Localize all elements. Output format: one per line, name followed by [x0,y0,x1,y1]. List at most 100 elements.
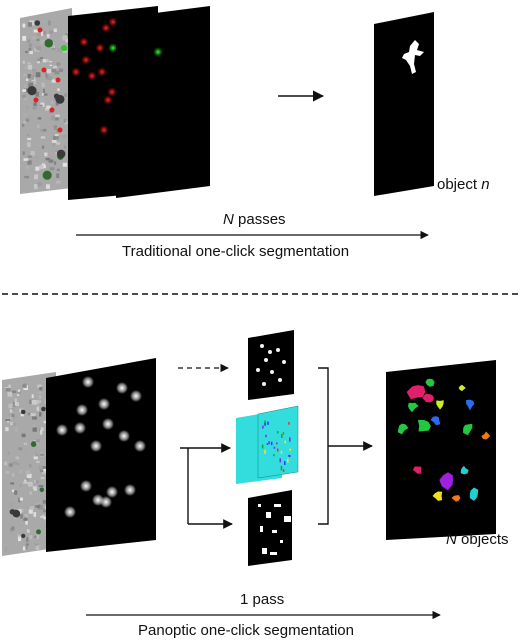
heatmap-blob [130,390,142,402]
plant-patch [56,149,66,159]
texture-speckle [53,117,59,121]
texture-speckle [50,115,56,121]
mask-fragments [258,504,291,555]
texture-speckle [56,129,59,133]
small-heatmap-point [278,378,282,382]
top-input-photo [20,8,72,194]
texture-speckle [11,390,17,394]
panoptic-output [386,360,496,540]
instance-mask [422,393,434,403]
texture-speckle [27,412,31,416]
photo-click-marker [37,27,43,33]
texture-speckle [24,383,27,389]
texture-speckle [26,529,30,533]
texture-speckle [56,168,60,171]
texture-speckle [43,516,48,520]
top-output-mask [374,12,434,196]
texture-speckle [24,88,29,93]
texture-speckle [21,433,26,438]
offset-map-panel [236,405,299,484]
offset-mark [280,466,283,471]
texture-speckle [54,133,59,137]
instance-mask [451,495,461,502]
texture-speckle [55,180,61,184]
texture-speckle [45,107,50,111]
plant-patch [41,406,46,412]
instance-mask [460,465,469,475]
texture-speckle [10,416,14,420]
texture-speckle [38,484,44,488]
texture-speckle [27,62,31,65]
mask-panel [248,490,292,566]
texture-speckle [36,534,39,540]
texture-speckle [29,506,34,510]
texture-speckle [37,33,43,36]
instance-mask [417,419,431,432]
texture-speckle [31,400,37,405]
texture-speckle [51,101,54,104]
texture-speckle [41,92,45,96]
plant-patch [42,170,52,180]
texture-speckle [25,478,29,482]
texture-speckle [42,471,47,474]
texture-speckle [39,57,43,60]
texture-speckle [40,31,44,36]
negative-click-dot [95,43,105,53]
texture-speckle [36,460,40,464]
texture-speckle [34,450,38,454]
texture-speckle [18,447,23,451]
texture-speckle [56,62,61,66]
instance-mask [408,402,419,413]
instance-mask [397,423,409,435]
heatmap-blob [124,484,136,496]
texture-speckle [22,60,25,64]
texture-speckle [63,34,68,40]
texture-speckle [46,105,51,109]
texture-speckle [14,398,17,403]
offset-mark [264,420,266,425]
texture-speckle [14,490,18,495]
texture-speckle [40,97,45,103]
texture-speckle [40,477,45,480]
texture-speckle [8,403,13,409]
texture-speckle [24,96,27,101]
top-input-stack [20,6,210,200]
offset-mark [267,421,269,425]
offset-mark [284,440,286,444]
small-heatmap-points [256,344,286,386]
heatmap-blob [116,382,128,394]
texture-speckle [63,145,67,149]
texture-speckle [5,419,11,422]
texture-speckle [14,427,18,432]
texture-speckle [9,409,13,413]
texture-speckle [43,420,49,424]
mask-fragment [280,540,283,543]
instance-mask [436,400,444,410]
texture-speckle [39,395,42,399]
texture-speckle [34,400,40,405]
texture-speckle [25,106,29,109]
texture-speckle [39,129,45,132]
plant-patch [55,94,65,104]
offset-mark [266,443,269,445]
offset-mark [289,448,292,451]
passes-var: N [223,211,234,228]
heatmap-blob [74,422,86,434]
texture-speckle [33,102,37,107]
texture-speckle [11,489,15,493]
instance-mask [481,431,491,440]
texture-speckle [25,543,29,546]
instance-mask [466,399,475,411]
instance-mask [412,466,422,474]
texture-speckle [45,58,49,63]
texture-speckle [38,465,42,470]
heatmap-blob [106,486,118,498]
texture-speckle [37,182,42,187]
offset-map-marks [261,420,292,472]
texture-speckle [8,463,13,467]
negative-click-dot [108,17,118,27]
plant-patch [12,509,21,518]
positive-click-dot [108,43,118,53]
texture-speckle [47,76,53,81]
texture-speckle [54,161,57,165]
